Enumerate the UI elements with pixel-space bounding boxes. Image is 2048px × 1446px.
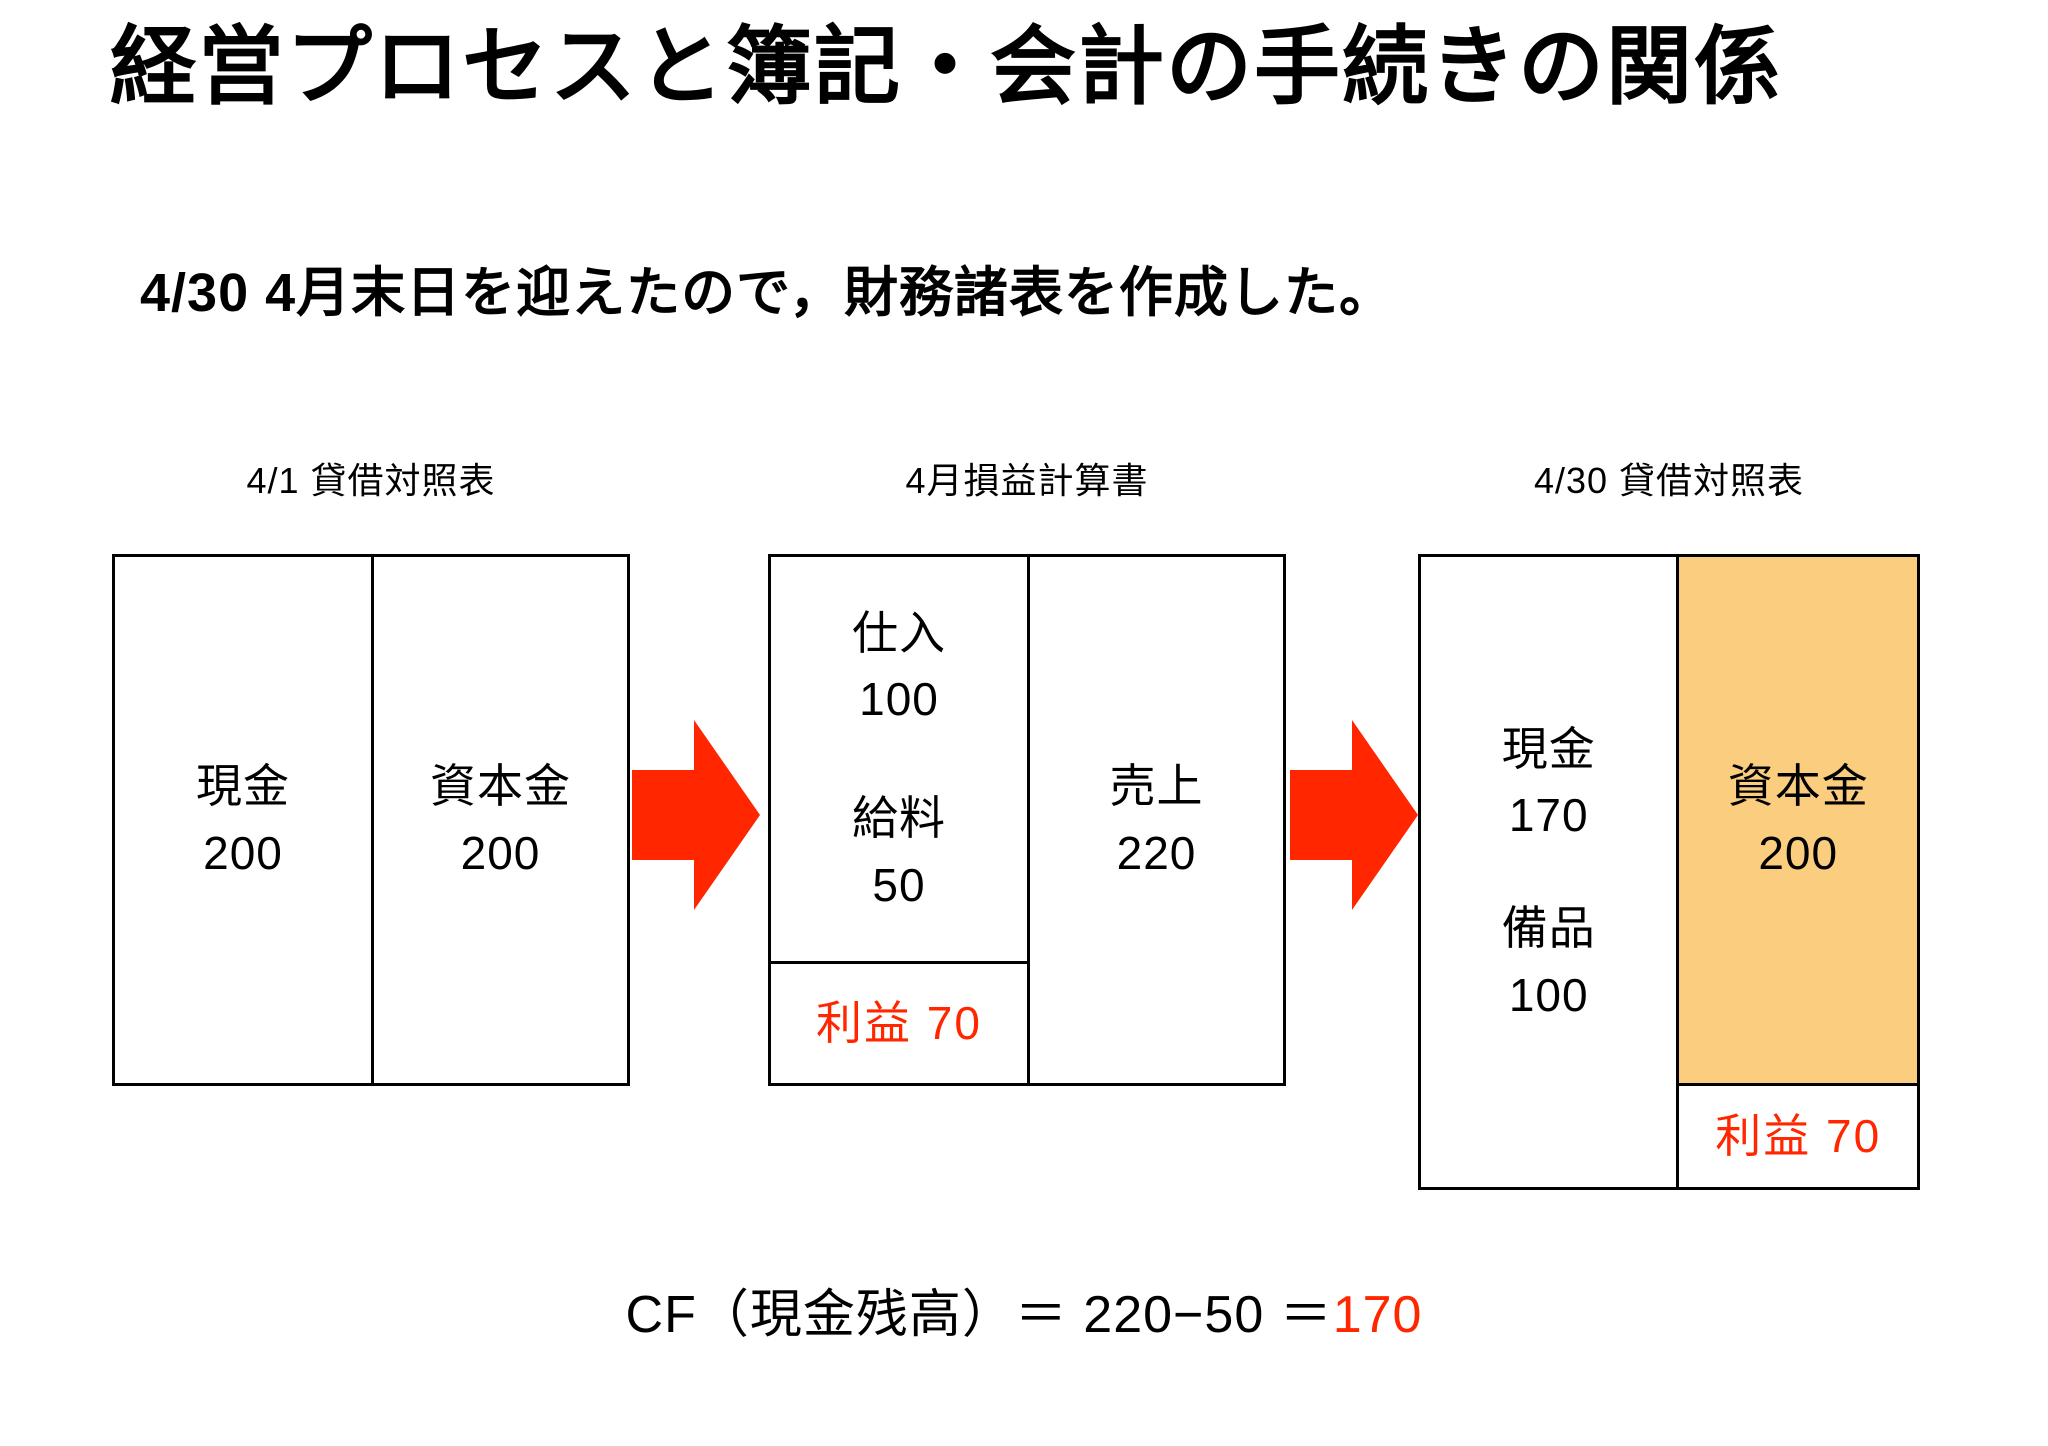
opening-bs-debit-column: 現金 200: [115, 557, 371, 1083]
closing-bs-profit-cell: 利益 70: [1679, 1083, 1917, 1187]
caption-closing-balance-sheet: 4/30 貸借対照表: [1533, 460, 1805, 501]
income-statement-box: 仕入 100 給料 50 利益 70 売上 220: [768, 554, 1286, 1086]
pl-profit-cell: 利益 70: [771, 961, 1027, 1083]
arrow-right-icon: [632, 720, 760, 910]
closing-bs-equity-column: 資本金 200 利益 70: [1676, 557, 1917, 1187]
pl-expenses-cell: 仕入 100 給料 50: [771, 557, 1027, 961]
closing-bs-asset-column: 現金 170 備品 100: [1421, 557, 1676, 1187]
closing-bs-assets-cell: 現金 170 備品 100: [1421, 557, 1676, 1187]
opening-bs-capital-cell: 資本金 200: [374, 557, 627, 1083]
pl-expense-column: 仕入 100 給料 50 利益 70: [771, 557, 1027, 1083]
pl-profit-label: 利益 70: [816, 997, 982, 1050]
opening-bs-cash-label: 現金: [196, 760, 290, 813]
opening-bs-cash-amount: 200: [203, 827, 283, 879]
caption-income-statement: 4月損益計算書: [905, 460, 1149, 501]
pl-salary-label: 給料: [852, 792, 946, 844]
arrow-right-shape: [632, 720, 760, 910]
pl-purchases-entry: 仕入 100: [852, 600, 946, 733]
opening-bs-cash-cell: 現金 200: [115, 557, 371, 1083]
closing-bs-equipment-amount: 100: [1508, 968, 1589, 1021]
cash-flow-formula-text: CF（現金残高）＝ 220−50 ＝: [625, 1286, 1333, 1344]
closing-bs-profit-label: 利益 70: [1715, 1110, 1882, 1163]
arrow-right-glyph: [632, 720, 760, 910]
closing-bs-capital-cell: 資本金 200: [1679, 557, 1917, 1083]
closing-bs-cash-entry: 現金 170: [1502, 716, 1596, 849]
closing-bs-cash-label: 現金: [1501, 722, 1596, 775]
page-title: 経営プロセスと簿記・会計の手続きの関係: [110, 19, 1782, 115]
closing-bs-capital-label: 資本金: [1727, 760, 1869, 813]
caption-opening-balance-sheet: 4/1 貸借対照表: [246, 460, 496, 501]
opening-bs-capital-amount: 200: [460, 827, 541, 879]
pl-salary-entry: 給料 50: [852, 785, 946, 918]
pl-sales-amount: 220: [1116, 827, 1197, 879]
closing-bs-equipment-label: 備品: [1501, 902, 1596, 954]
opening-bs-capital-label: 資本金: [430, 760, 571, 813]
pl-sales-label: 売上: [1109, 760, 1204, 813]
pl-purchases-amount: 100: [859, 673, 939, 726]
pl-revenue-column: 売上 220: [1027, 557, 1283, 1083]
cash-flow-formula: CF（現金残高）＝ 220−50 ＝170: [0, 1272, 2048, 1347]
arrow-right-icon: [1290, 720, 1418, 910]
arrow-right-shape: [1290, 720, 1418, 910]
slide-subtitle: 4/30 4月末日を迎えたので，財務諸表を作成した。: [140, 263, 1394, 323]
pl-salary-amount: 50: [872, 858, 926, 911]
closing-balance-sheet-box: 現金 170 備品 100 資本金 200 利益 70: [1418, 554, 1920, 1190]
arrow-right-glyph: [1290, 720, 1418, 910]
closing-bs-capital-amount: 200: [1758, 827, 1839, 879]
closing-bs-equipment-entry: 備品 100: [1502, 895, 1596, 1028]
pl-sales-cell: 売上 220: [1030, 557, 1283, 1083]
pl-purchases-label: 仕入: [852, 606, 946, 659]
closing-bs-cash-amount: 170: [1508, 789, 1589, 842]
opening-balance-sheet-box: 現金 200 資本金 200: [112, 554, 630, 1086]
opening-bs-credit-column: 資本金 200: [371, 557, 627, 1083]
cash-flow-formula-result: 170: [1332, 1286, 1423, 1344]
